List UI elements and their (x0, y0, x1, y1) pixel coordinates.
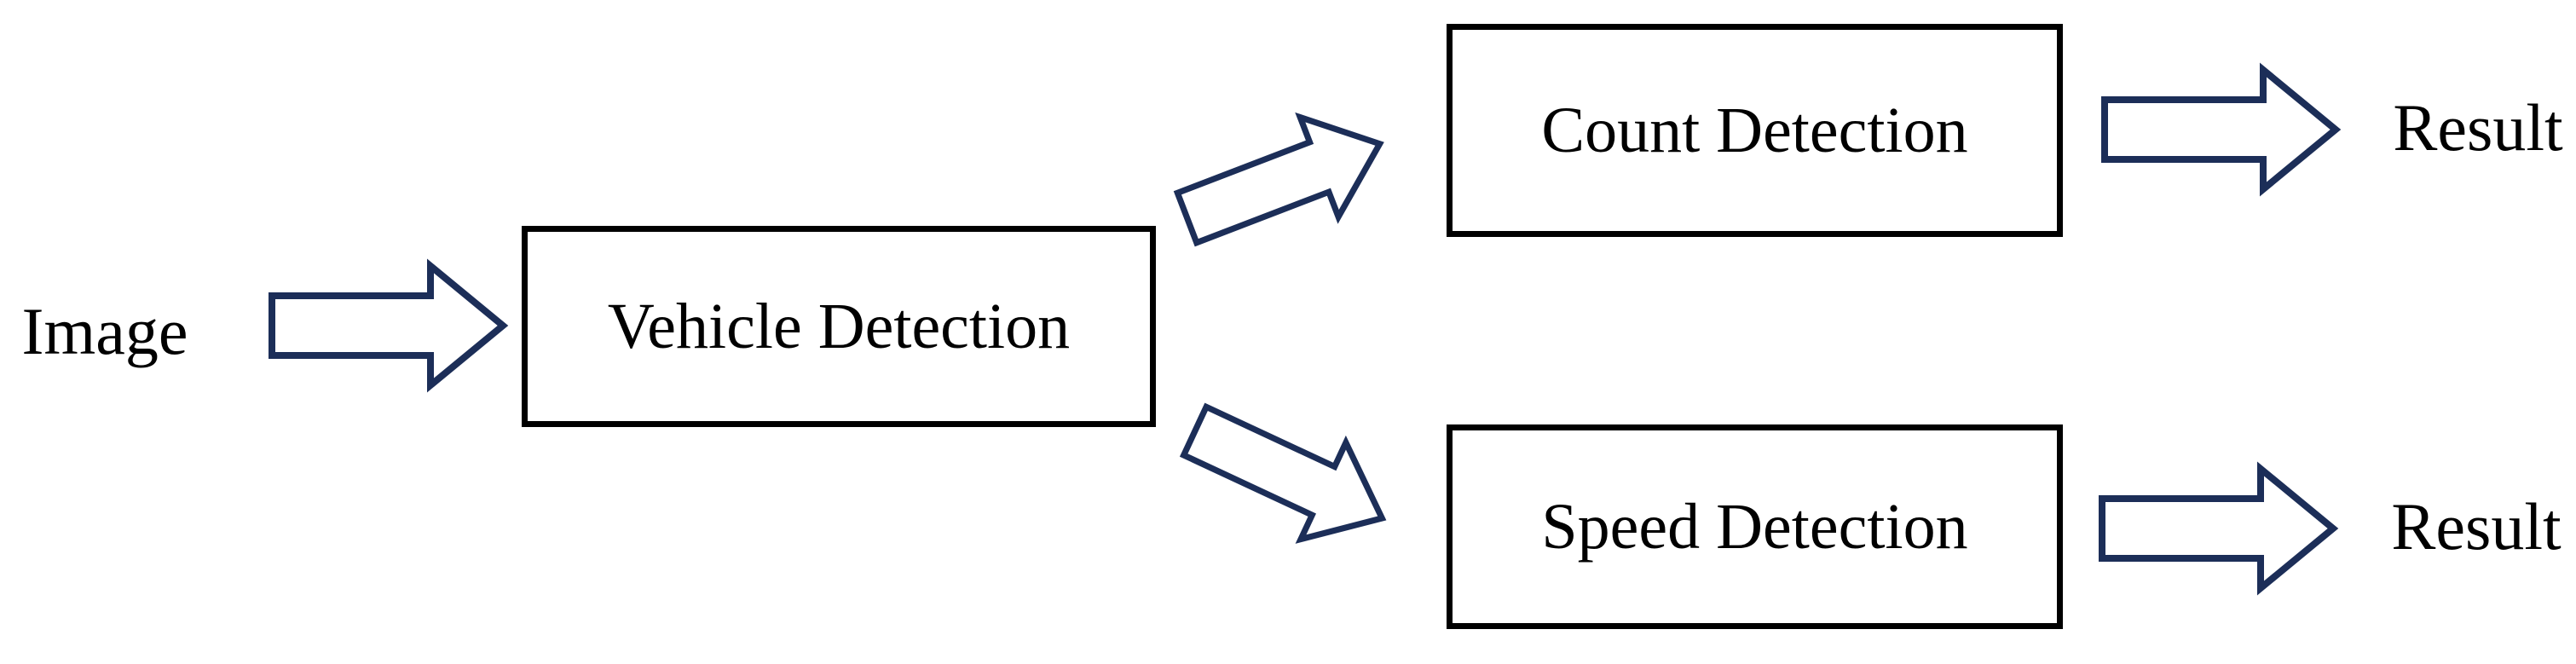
count-detection-box: Count Detection (1447, 24, 2063, 237)
right-block-arrow-icon (2101, 62, 2342, 197)
speed-detection-box: Speed Detection (1447, 424, 2063, 629)
vehicle-detection-box: Vehicle Detection (522, 226, 1156, 427)
input-image-label: Image (21, 294, 188, 368)
speed-result-label: Result (2391, 489, 2562, 563)
count-result-label: Result (2393, 90, 2563, 165)
up-right-block-arrow-icon (1173, 112, 1384, 247)
speed-detection-label: Speed Detection (1541, 490, 1968, 563)
vehicle-detection-label: Vehicle Detection (607, 290, 1071, 362)
count-detection-label: Count Detection (1541, 94, 1968, 166)
right-block-arrow-icon (269, 258, 509, 393)
down-right-block-arrow-icon (1179, 402, 1387, 544)
right-block-arrow-icon (2099, 461, 2339, 596)
